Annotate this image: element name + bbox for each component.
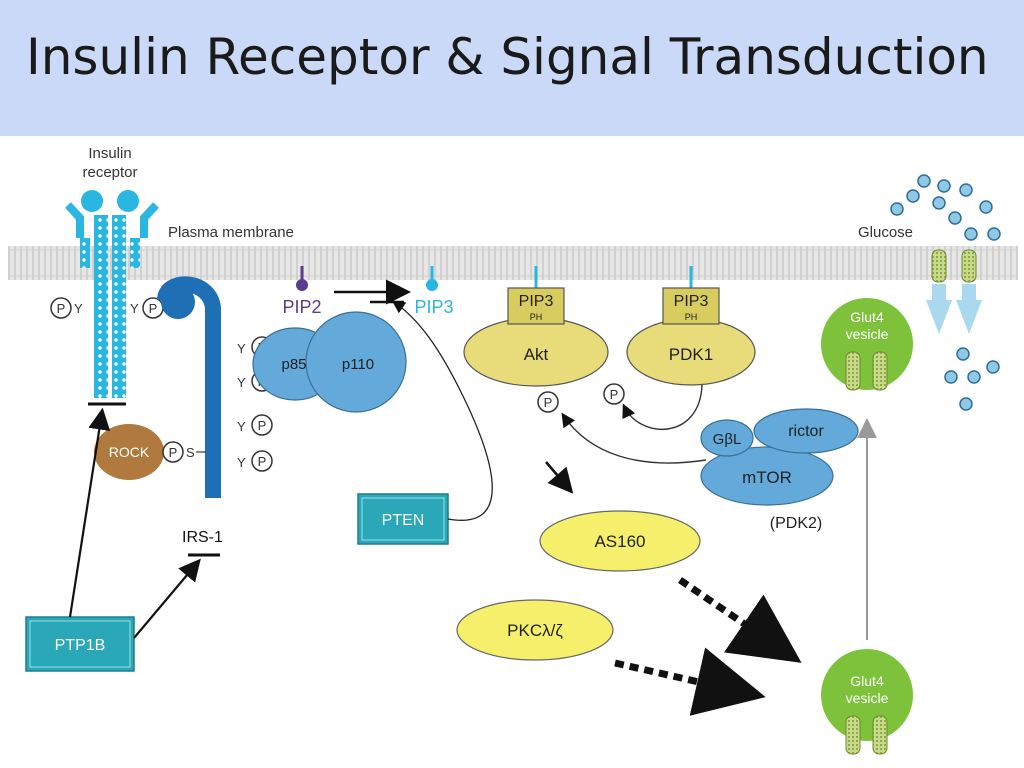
ptp1b-box: PTP1B (25, 616, 135, 672)
svg-text:Y: Y (237, 455, 246, 470)
svg-text:P: P (57, 301, 66, 316)
glut4-vesicle-bottom: Glut4 vesicle (821, 649, 913, 755)
glucose-molecules-outside (890, 174, 1001, 241)
svg-text:ROCK: ROCK (109, 444, 150, 460)
svg-text:Y: Y (74, 301, 83, 316)
svg-text:Glut4: Glut4 (850, 309, 884, 325)
pkc-node: PKCλ/ζ (456, 599, 614, 661)
svg-text:p110: p110 (342, 356, 374, 373)
title-bar: Insulin Receptor & Signal Transduction (0, 0, 1024, 136)
svg-text:Y: Y (237, 419, 246, 434)
receptor-phospho-right: Y P (130, 297, 164, 319)
signal-transduction-diagram: Insulin receptor Plasma membrane Glucose… (8, 145, 1018, 755)
svg-text:Y: Y (237, 375, 246, 390)
glut4-vesicle-top: Glut4 vesicle (821, 298, 913, 391)
svg-text:vesicle: vesicle (846, 326, 889, 342)
slide-title: Insulin Receptor & Signal Transduction (26, 28, 989, 86)
plasma-membrane (8, 246, 1018, 280)
as160-node: AS160 (539, 510, 701, 572)
svg-text:AS160: AS160 (594, 532, 645, 551)
svg-text:P: P (169, 445, 178, 460)
svg-text:Akt: Akt (524, 345, 549, 364)
svg-text:Y: Y (237, 341, 246, 356)
svg-text:Glut4: Glut4 (850, 673, 884, 689)
pi3k-complex: p85 p110 (252, 311, 407, 413)
svg-text:PIP3: PIP3 (414, 297, 453, 317)
svg-text:vesicle: vesicle (846, 690, 889, 706)
insulin-receptor-label-line2: receptor (82, 164, 137, 181)
as160-to-glut4-arrow (678, 577, 802, 663)
svg-text:rictor: rictor (788, 423, 824, 440)
svg-text:p85: p85 (281, 356, 306, 373)
pip2-lipid: PIP2 (282, 266, 322, 317)
glucose-label: Glucose (858, 224, 913, 241)
receptor-phospho-left: P Y (50, 297, 83, 319)
svg-text:PH: PH (530, 312, 543, 322)
irs1-label: IRS-1 (182, 529, 223, 546)
svg-text:PTEN: PTEN (382, 512, 425, 529)
svg-text:Y: Y (130, 301, 139, 316)
insulin-receptor-label-line1: Insulin (88, 145, 131, 162)
svg-text:PIP3: PIP3 (519, 293, 554, 310)
insulin-receptor (65, 190, 159, 398)
svg-text:P: P (258, 418, 267, 433)
pdk1-complex: PIP3 PH PDK1 (626, 266, 756, 386)
pten-box: PTEN (357, 493, 449, 545)
pkc-to-glut4-arrow (614, 647, 766, 716)
pdk2-label: (PDK2) (770, 515, 822, 532)
akt-phospho-sites: P P (537, 383, 625, 413)
plasma-membrane-label: Plasma membrane (168, 224, 294, 241)
svg-text:P: P (258, 454, 267, 469)
akt-complex: PIP3 PH Akt (463, 266, 609, 387)
svg-text:S: S (186, 445, 195, 460)
pdk1-to-akt-arrow (622, 384, 703, 430)
ptp1b-to-receptor-arrow (68, 407, 111, 618)
glut4-transporters (926, 249, 982, 334)
svg-text:P: P (544, 395, 553, 410)
glucose-molecules-inside (944, 347, 1000, 411)
svg-text:PH: PH (685, 312, 698, 322)
pten-to-pip3-arrow (391, 300, 493, 521)
svg-text:GβL: GβL (713, 431, 742, 448)
akt-to-as160-arrow (545, 461, 574, 494)
svg-text:PIP3: PIP3 (674, 293, 709, 310)
svg-text:P: P (149, 301, 158, 316)
rock-kinase: ROCK P S (94, 424, 206, 480)
svg-text:P: P (610, 387, 619, 402)
svg-text:PTP1B: PTP1B (55, 637, 106, 654)
pip3-lipid: PIP3 (414, 266, 454, 317)
svg-text:mTOR: mTOR (742, 468, 792, 487)
ptp1b-to-irs1-arrow (133, 558, 201, 639)
mtorc2-complex: GβL rictor mTOR (700, 408, 859, 506)
svg-text:PKCλ/ζ: PKCλ/ζ (507, 621, 563, 640)
svg-text:PIP2: PIP2 (282, 297, 321, 317)
svg-text:PDK1: PDK1 (669, 345, 713, 364)
mtorc2-to-akt-arrow (561, 412, 707, 464)
